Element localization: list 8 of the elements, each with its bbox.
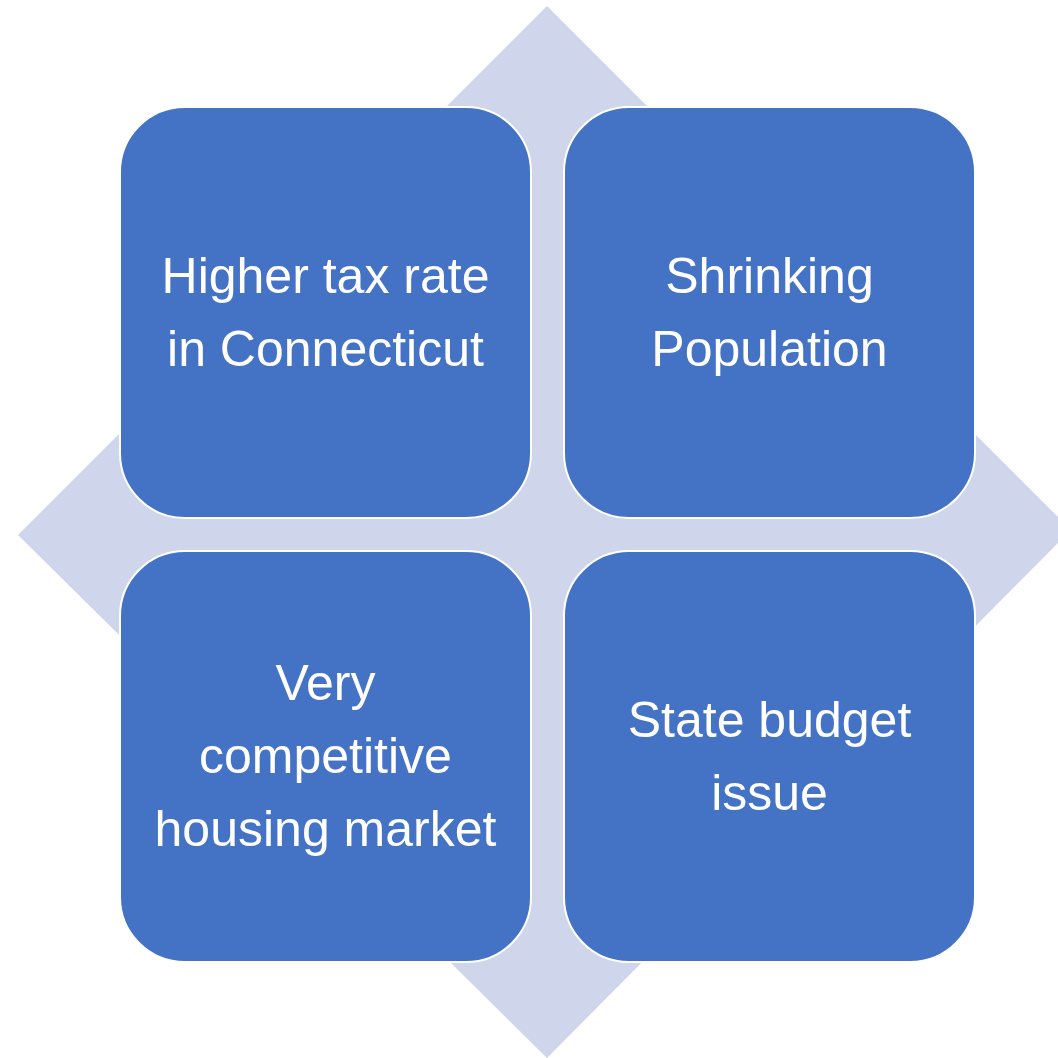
- box-label: Higher tax rate in Connecticut: [160, 246, 491, 379]
- box-label: Shrinking Population: [650, 246, 889, 379]
- rounded-box: [119, 550, 532, 963]
- box-label: Very competitive housing market: [153, 654, 498, 859]
- rounded-box: [563, 106, 976, 519]
- rounded-box: [119, 106, 532, 519]
- rounded-box: [563, 550, 976, 963]
- box-label: State budget issue: [626, 690, 913, 823]
